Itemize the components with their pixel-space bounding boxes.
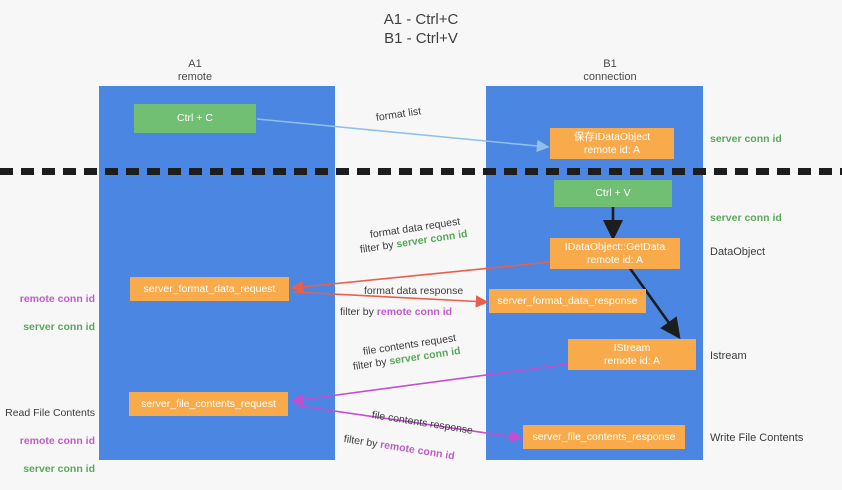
page-title: A1 - Ctrl+C B1 - Ctrl+V	[383, 11, 459, 47]
node-ctrl-v[interactable]: Ctrl + V	[554, 180, 672, 207]
filter-by-text-2: filter by	[340, 306, 374, 318]
label-dataobject: DataObject	[710, 246, 766, 258]
label-write-file-contents: Write File Contents	[710, 432, 804, 444]
left-note-read-file-contents: Read File Contents remote conn id server…	[0, 392, 95, 490]
left-note-format-conn-pair: remote conn id server conn id	[0, 278, 95, 348]
label-server-conn-id-mid: server conn id	[710, 212, 782, 224]
node-server-file-contents-response[interactable]: server_file_contents_response	[523, 425, 685, 449]
node-server-file-contents-request[interactable]: server_file_contents_request	[129, 392, 288, 416]
remote-conn-id-inline-2: remote conn id	[379, 438, 456, 463]
column-header-b1: B1 connection	[583, 58, 637, 83]
node-server-format-data-response[interactable]: server_format_data_response	[489, 289, 646, 313]
node-istream[interactable]: IStream remote id: A	[568, 339, 696, 370]
remote-conn-id-inline-1: remote conn id	[376, 306, 453, 318]
left-server-conn-id-1: server conn id	[23, 321, 95, 333]
edge-label-format-list: format list	[375, 105, 422, 124]
left-heading-read-file-contents: Read File Contents	[5, 407, 95, 419]
label-server-conn-id-top: server conn id	[710, 133, 782, 145]
node-server-format-data-request[interactable]: server_format_data_request	[130, 277, 289, 301]
edge-label-file-contents-response: file contents response	[370, 408, 474, 437]
filter-by-text-1: filter by	[359, 238, 395, 256]
label-istream: Istream	[710, 350, 747, 362]
edge-label-format-data-response: format data response	[364, 285, 464, 297]
filter-by-text-4: filter by	[342, 432, 379, 451]
left-server-conn-id-2: server conn id	[23, 463, 95, 475]
left-remote-conn-id-1: remote conn id	[19, 293, 95, 305]
column-header-a1: A1 remote	[177, 58, 213, 83]
edge-label-filter-remote-2: filter by remote conn id	[343, 432, 456, 463]
left-remote-conn-id-2: remote conn id	[19, 435, 95, 447]
separator-dashed-line	[0, 168, 842, 175]
edge-label-filter-remote-1: filter by remote conn id	[340, 305, 452, 319]
node-save-idataobject[interactable]: 保存IDataObject remote id: A	[550, 128, 674, 159]
node-idataobject-getdata[interactable]: IDataObject::GetData remote id: A	[550, 238, 680, 269]
filter-by-text-3: filter by	[352, 355, 388, 373]
node-ctrl-c[interactable]: Ctrl + C	[134, 104, 256, 133]
